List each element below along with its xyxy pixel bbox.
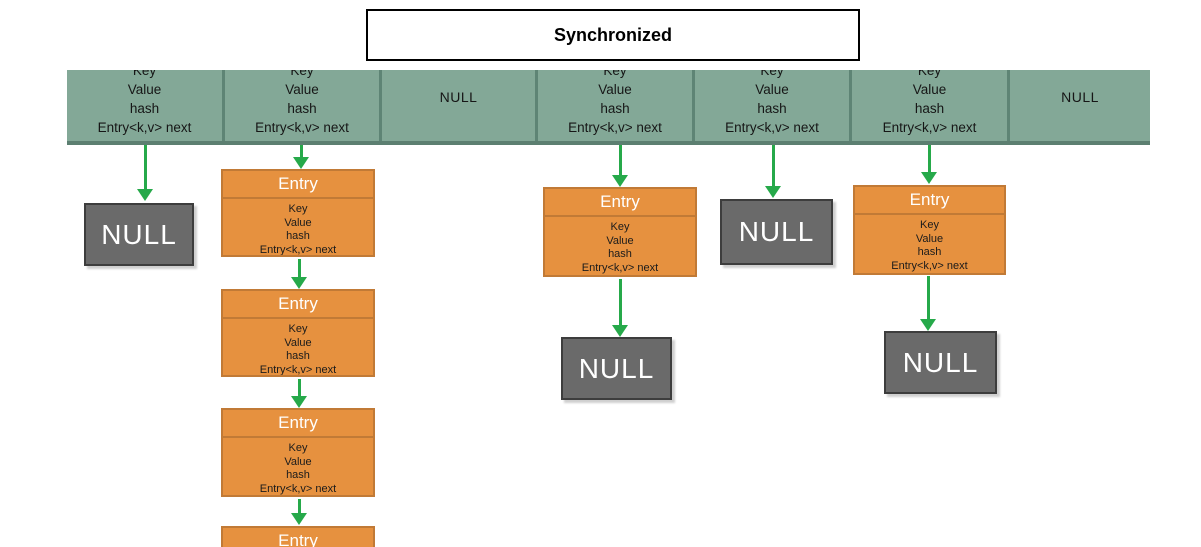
bucket-field-next: Entry<k,v> next [725,120,819,135]
entry-node-fields: Key Value hash Entry<k,v> next [223,319,373,376]
bucket-field-hash: hash [914,101,945,116]
bucket-field-key: Key [917,70,942,78]
bucket-cell-3: Key Value hash Entry<k,v> next [538,70,695,141]
bucket-field-key: Key [290,70,314,78]
entry-field-value: Value [915,232,944,245]
bucket-cell-2-null: NULL [382,70,538,141]
bucket-field-value: Value [755,82,789,97]
null-node-label: NULL [101,218,177,250]
down-arrow-icon [765,145,781,198]
entry-node: Entry Key Value hash Entry<k,v> next [221,169,375,257]
bucket-field-next: Entry<k,v> next [255,120,349,135]
down-arrow-icon [137,145,153,201]
bucket-field-value: Value [127,82,162,97]
entry-field-value: Value [606,234,634,247]
bucket-field-key: Key [760,70,784,78]
null-node: NULL [884,331,997,394]
null-node-label: NULL [738,216,815,247]
bucket-cell-1: Key Value hash Entry<k,v> next [225,70,382,141]
bucket-cell-fields: Key Value hash Entry<k,v> next [852,70,1007,137]
entry-field-next: Entry<k,v> next [259,363,337,376]
entry-field-key: Key [288,442,308,454]
bucket-cell-6-null: NULL [1010,70,1150,141]
bucket-field-key: Key [132,70,157,78]
bucket-field-next: Entry<k,v> next [882,120,977,135]
entry-node-clipped: Entry Key Value hash Entry<k,v> next [221,526,375,547]
entry-field-hash: hash [286,469,310,481]
down-arrow-icon [920,276,936,331]
bucket-field-hash: hash [287,101,317,116]
bucket-field-key: Key [603,70,627,78]
entry-field-hash: hash [608,248,632,260]
entry-node-title: Entry [223,528,373,547]
null-node: NULL [84,203,194,266]
entry-node-fields: Key Value hash Entry<k,v> next [223,438,373,495]
bucket-field-hash: hash [129,101,160,116]
entry-field-next: Entry<k,v> next [259,482,337,495]
bucket-field-next: Entry<k,v> next [97,120,192,135]
bucket-array-row: Key Value hash Entry<k,v> next Key Value… [67,70,1150,145]
down-arrow-icon [612,145,628,187]
bucket-field-value: Value [285,82,319,97]
entry-node: Entry Key Value hash Entry<k,v> next [853,185,1006,275]
diagram-title: Synchronized [553,24,673,45]
down-arrow-icon [612,279,628,337]
bucket-cell-fields: Key Value hash Entry<k,v> next [67,70,222,137]
title-box: Synchronized [366,9,860,61]
bucket-null-label: NULL [1061,89,1099,105]
null-node: NULL [561,337,672,400]
bucket-cell-fields: Key Value hash Entry<k,v> next [695,70,849,137]
bucket-field-hash: hash [600,101,630,116]
bucket-cell-4: Key Value hash Entry<k,v> next [695,70,852,141]
entry-field-hash: hash [286,350,310,362]
down-arrow-icon [291,259,307,289]
entry-node: Entry Key Value hash Entry<k,v> next [221,408,375,497]
down-arrow-icon [921,145,937,184]
entry-field-next: Entry<k,v> next [581,261,659,274]
bucket-field-value: Value [598,82,632,97]
entry-field-key: Key [288,323,308,335]
entry-field-value: Value [284,455,312,468]
entry-field-hash: hash [917,246,942,258]
entry-node: Entry Key Value hash Entry<k,v> next [543,187,697,277]
entry-node-fields: Key Value hash Entry<k,v> next [223,199,373,256]
entry-node-title: Entry [545,189,695,217]
entry-field-key: Key [288,203,308,215]
null-node: NULL [720,199,833,265]
entry-node-title: Entry [855,187,1004,215]
entry-node-fields: Key Value hash Entry<k,v> next [545,217,695,275]
entry-node: Entry Key Value hash Entry<k,v> next [221,289,375,377]
entry-node-fields: Key Value hash Entry<k,v> next [855,215,1004,273]
down-arrow-icon [293,145,309,169]
bucket-cell-fields: Key Value hash Entry<k,v> next [538,70,692,137]
bucket-null-label: NULL [439,89,478,105]
entry-field-key: Key [920,219,939,231]
bucket-cell-0: Key Value hash Entry<k,v> next [67,70,225,141]
down-arrow-icon [291,379,307,408]
entry-field-hash: hash [286,230,310,242]
bucket-field-next: Entry<k,v> next [568,120,662,135]
bucket-field-value: Value [912,82,947,97]
entry-field-value: Value [284,216,312,229]
down-arrow-icon [291,499,307,525]
bucket-cell-fields: Key Value hash Entry<k,v> next [225,70,379,137]
entry-node-title: Entry [223,171,373,199]
entry-field-value: Value [284,336,312,349]
entry-node-title: Entry [223,291,373,319]
entry-field-next: Entry<k,v> next [259,243,337,256]
entry-node-title: Entry [223,410,373,438]
entry-field-key: Key [610,221,630,233]
entry-field-next: Entry<k,v> next [891,259,968,272]
null-node-label: NULL [902,346,979,378]
null-node-label: NULL [578,352,655,384]
bucket-cell-5: Key Value hash Entry<k,v> next [852,70,1010,141]
bucket-field-hash: hash [757,101,787,116]
